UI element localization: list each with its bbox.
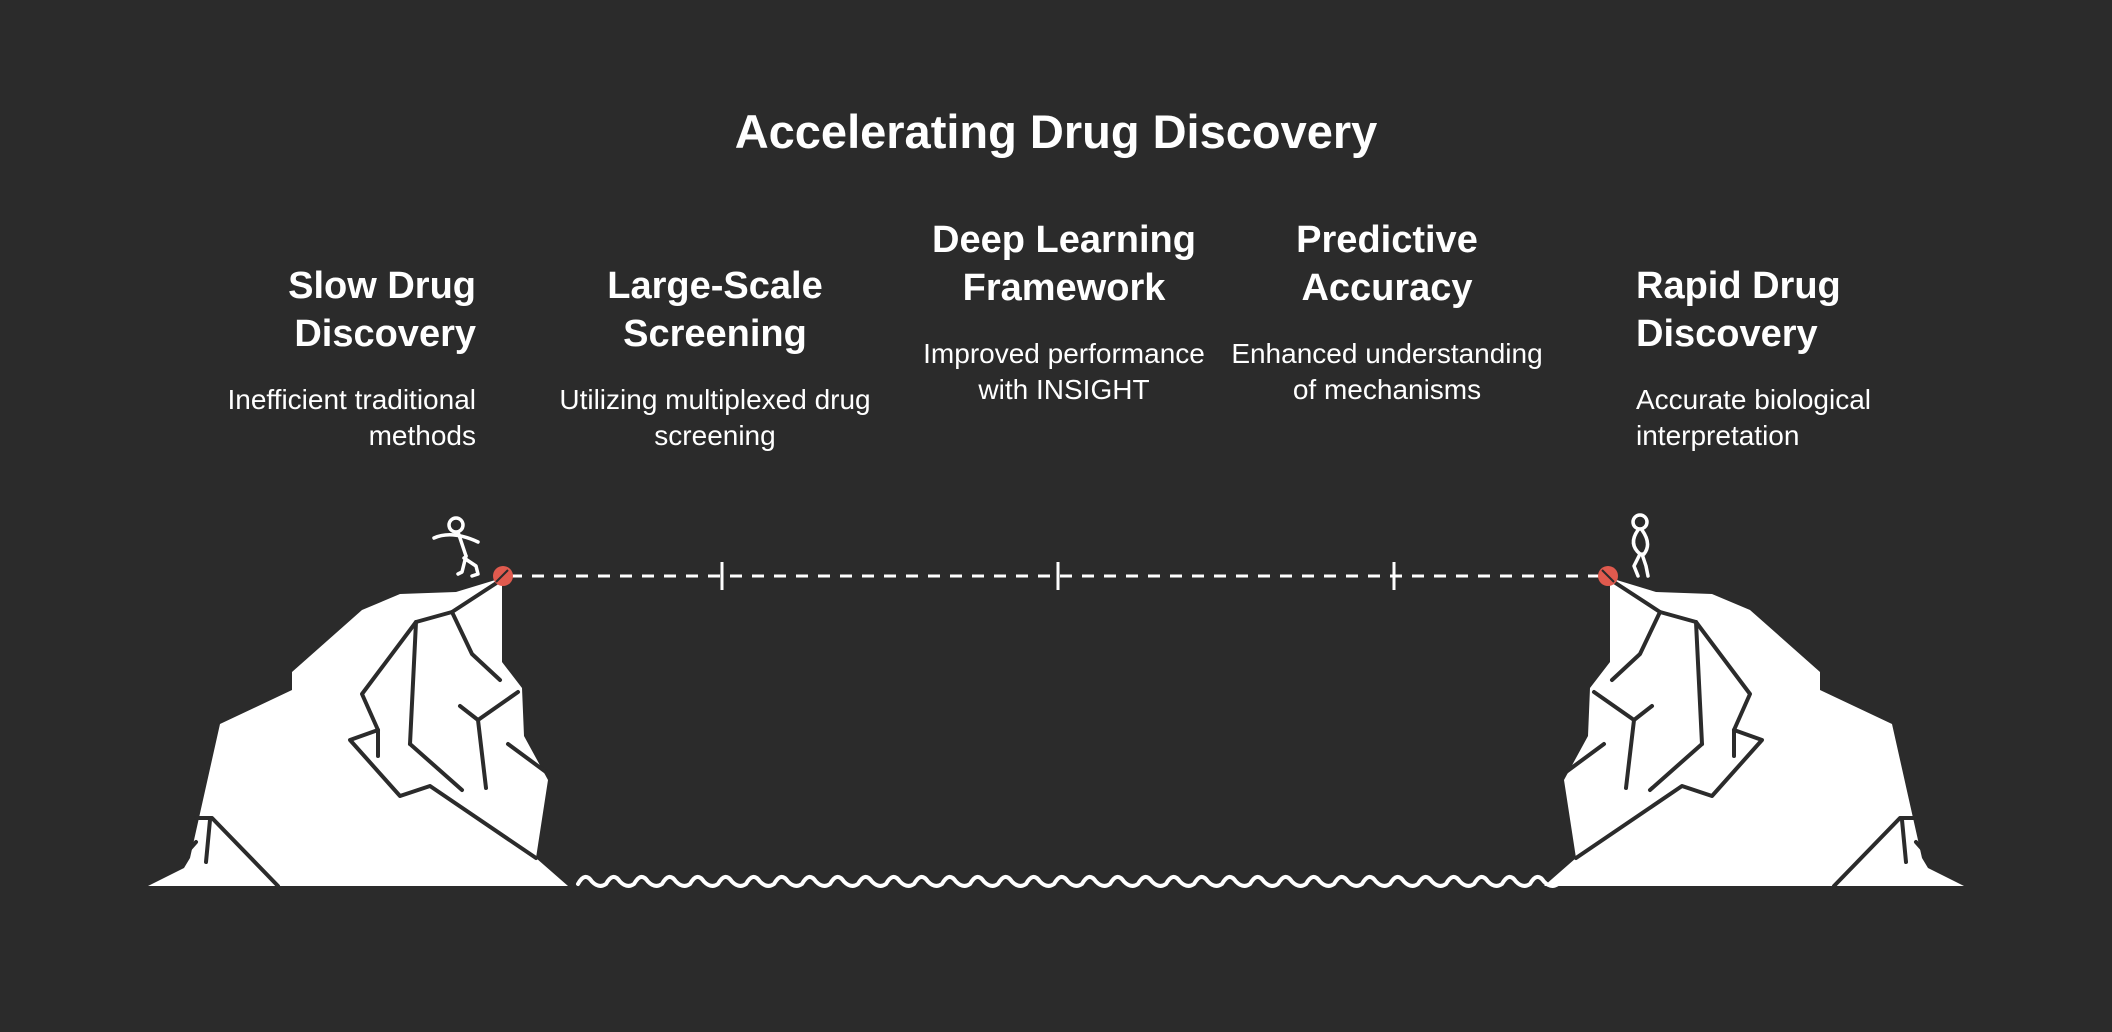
stick-figure-running-icon — [432, 516, 480, 578]
stage-description: Enhanced understanding of mechanisms — [1231, 338, 1543, 405]
cliff-icon — [148, 578, 568, 888]
cliff-icon — [1544, 578, 1964, 888]
stage-rapid-drug-discovery: Rapid Drug Discovery Accurate biological… — [1636, 262, 1966, 454]
stage-deep-learning-framework: Deep Learning Framework Improved perform… — [899, 216, 1229, 408]
stage-heading: Large-Scale Screening — [607, 265, 823, 355]
stage-description: Improved performance with INSIGHT — [923, 338, 1205, 405]
stage-description: Inefficient traditional methods — [227, 384, 476, 451]
stage-description: Accurate biological interpretation — [1636, 384, 1872, 451]
stage-slow-drug-discovery: Slow Drug Discovery Inefficient traditio… — [146, 262, 476, 454]
stage-heading: Slow Drug Discovery — [288, 265, 476, 355]
stick-figure-standing-icon — [1631, 513, 1650, 578]
wave-icon — [576, 875, 1560, 888]
stage-heading: Rapid Drug Discovery — [1636, 265, 1841, 355]
page-title: Accelerating Drug Discovery — [734, 105, 1378, 158]
stage-large-scale-screening: Large-Scale Screening Utilizing multiple… — [550, 262, 880, 454]
stage-heading: Deep Learning Framework — [932, 219, 1196, 309]
stage-predictive-accuracy: Predictive Accuracy Enhanced understandi… — [1222, 216, 1552, 408]
stage-heading: Predictive Accuracy — [1296, 219, 1478, 309]
stage-description: Utilizing multiplexed drug screening — [559, 384, 871, 451]
